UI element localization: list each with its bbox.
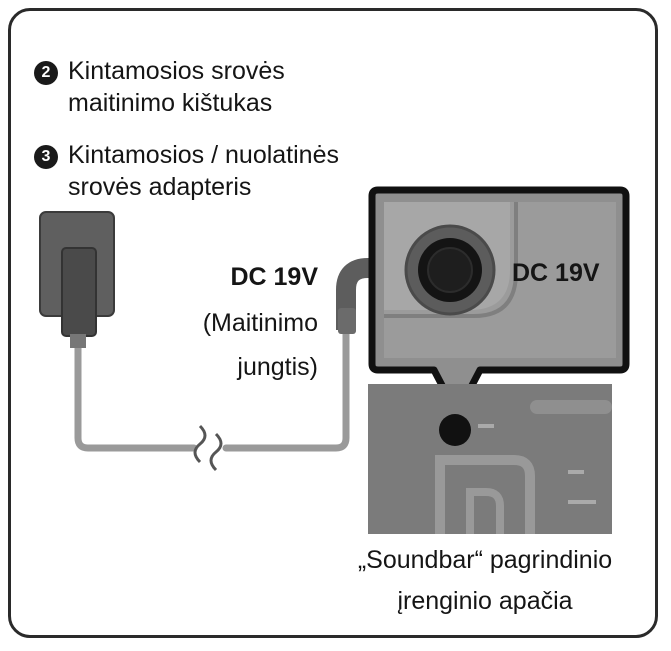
label-adapter-line2: srovės adapteris — [68, 173, 252, 201]
connector-label-line3: jungtis) — [237, 353, 318, 381]
caption-line1: „Soundbar“ pagrindinio — [357, 546, 613, 574]
power-cable — [222, 326, 350, 452]
cable-break-icon — [193, 424, 207, 464]
label-adapter-line1: Kintamosios / nuolatinės — [68, 141, 339, 169]
caption-line2: įrenginio apačia — [397, 587, 573, 615]
power-adapter-icon — [39, 211, 115, 348]
power-cable — [74, 326, 198, 452]
label-ac-plug: 2 Kintamosios srovės — [34, 56, 285, 86]
label-adapter: 3 Kintamosios / nuolatinės — [34, 140, 339, 170]
label-ac-plug-line1: Kintamosios srovės — [68, 57, 285, 85]
connector-label-line2: (Maitinimo — [202, 309, 318, 337]
soundbar-bottom-icon — [368, 384, 612, 534]
connector-label-line1: DC 19V — [230, 263, 318, 291]
port-zoom-callout — [368, 186, 630, 418]
port-label: DC 19V — [512, 259, 600, 287]
cable-break-icon — [209, 432, 223, 472]
number-badge: 2 — [34, 61, 58, 85]
number-badge: 3 — [34, 145, 58, 169]
label-ac-plug-line2: maitinimo kištukas — [68, 89, 273, 117]
